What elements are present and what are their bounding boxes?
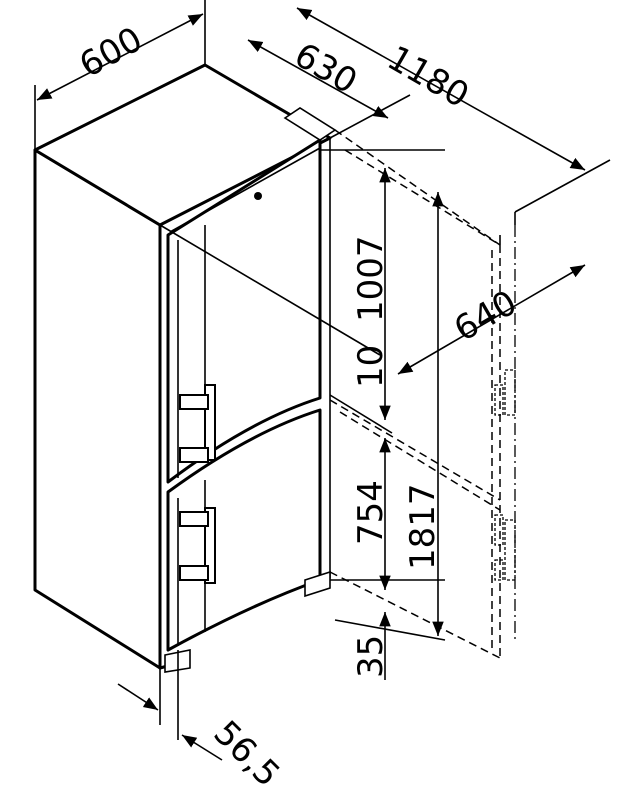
door-swing-mid [329,399,501,501]
top-door-trim [169,147,321,233]
display-icon [254,192,262,200]
fridge-body [33,63,332,673]
door-swing-top-2 [344,149,501,246]
rear-foot [304,570,331,598]
label-lower-height: 754 [351,480,391,545]
dim-line-foot-left [117,683,159,711]
door-swing-mid-2 [339,411,501,511]
dim-line-width [36,13,204,101]
dimension-lines [36,7,586,761]
door-swing-top [334,129,501,246]
lower-door-handle [179,507,216,584]
door-swing-bottom [329,571,501,659]
label-upper-height: 1007 [351,235,391,322]
label-foot-offset: 56,5 [206,713,288,795]
side-panel [33,148,162,670]
dim-line-foot-right [181,734,223,761]
dim-line-depth-open [296,7,586,171]
label-gap: 10 [351,345,391,388]
label-base-height: 35 [351,635,391,678]
extension-lines [34,0,611,740]
label-total-height: 1817 [403,483,443,570]
open-handle-marks [494,369,516,581]
label-depth: 630 [288,35,364,102]
dim-line-door-open [397,264,586,375]
label-door-open-depth: 640 [448,283,524,350]
lower-door [166,408,322,652]
upper-door-handle [179,384,216,463]
label-depth-open: 1180 [381,38,476,116]
